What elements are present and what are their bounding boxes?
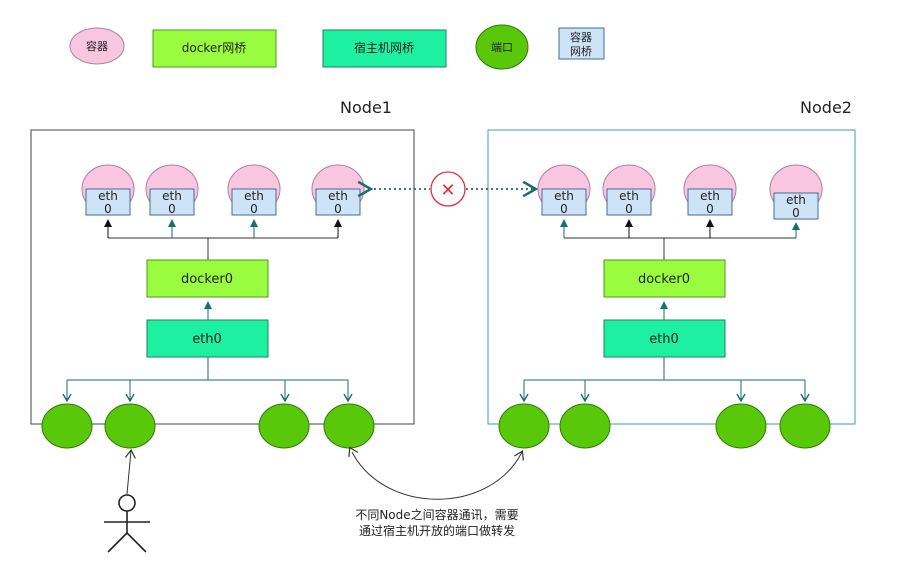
eth-interface: [85, 188, 131, 216]
node2-port: [779, 403, 831, 449]
node2-port: [559, 403, 611, 449]
note-line2: 通过宿主机开放的端口做转发: [359, 523, 515, 538]
node2-container: eth 0: [602, 164, 656, 216]
eth-index: 0: [250, 202, 258, 216]
eth-interface: [541, 188, 587, 216]
user-icon: [104, 494, 150, 553]
node2-title: Node2: [800, 98, 852, 117]
eth-index: 0: [560, 202, 568, 216]
node1-docker0-label: docker0: [181, 272, 233, 287]
node1-port: [323, 403, 375, 449]
node1-frame: [30, 129, 415, 425]
eth-index: 0: [168, 202, 176, 216]
node1-port: [104, 403, 156, 449]
blocked-direct-link: ✕: [357, 171, 539, 207]
legend-container-bridge-line1: 容器: [570, 30, 592, 44]
node1-port-links: [62, 357, 353, 403]
port-forward-arc: [348, 446, 524, 500]
node2-eth0-label: eth0: [649, 332, 679, 347]
node2-docker0-label: docker0: [638, 272, 690, 287]
eth-label: eth: [700, 189, 720, 203]
eth-interface: [773, 192, 819, 220]
note-line1: 不同Node之间容器通讯，需要: [355, 507, 518, 522]
eth-interface: [231, 188, 277, 216]
node2: eth 0 eth 0 eth 0 eth 0: [498, 164, 831, 449]
eth-label: eth: [162, 189, 182, 203]
user-to-port-arrow: [124, 448, 136, 495]
node1-container: eth 0: [311, 164, 365, 216]
node2-docker0: [603, 259, 726, 298]
blocked-symbol: ✕: [440, 180, 455, 201]
legend: 容器 docker网桥 宿主机网桥 端口 容器 网桥: [69, 24, 605, 70]
legend-port-label: 端口: [491, 41, 513, 54]
legend-docker-bridge-shape: [152, 29, 277, 68]
eth-label: eth: [786, 193, 806, 207]
eth-label: eth: [244, 189, 264, 203]
node1: eth 0 eth 0 eth 0 eth 0: [41, 164, 375, 449]
legend-docker-bridge-label: docker网桥: [182, 41, 246, 55]
eth-index: 0: [792, 206, 800, 220]
eth-label: eth: [554, 189, 574, 203]
eth-interface: [149, 188, 195, 216]
node1-docker0: [146, 259, 269, 298]
node1-container: eth 0: [145, 164, 199, 216]
node2-port: [498, 403, 550, 449]
node2-port-links: [519, 357, 810, 403]
eth-interface: [606, 188, 652, 216]
node1-port: [41, 403, 93, 449]
eth-index: 0: [625, 202, 633, 216]
node1-title: Node1: [340, 98, 392, 117]
eth-label: eth: [619, 189, 639, 203]
eth-index: 0: [104, 202, 112, 216]
node2-frame: [487, 129, 856, 425]
node1-container: eth 0: [81, 164, 135, 216]
blocked-icon: [430, 171, 466, 207]
node1-port: [258, 403, 310, 449]
legend-port-shape: [475, 24, 529, 70]
legend-host-bridge-shape: [322, 29, 447, 68]
node1-container: eth 0: [227, 164, 281, 216]
eth-label: eth: [328, 189, 348, 203]
node1-eth0: [146, 319, 269, 358]
eth-interface: [687, 188, 733, 216]
node1-eth0-label: eth0: [192, 332, 222, 347]
eth-index: 0: [706, 202, 714, 216]
node2-port: [715, 403, 767, 449]
legend-container-label: 容器: [86, 39, 108, 53]
eth-label: eth: [98, 189, 118, 203]
node1-bridge-links: [104, 219, 342, 260]
node2-eth0: [603, 319, 726, 358]
eth-interface: [315, 188, 361, 216]
legend-container-bridge-line2: 网桥: [570, 45, 592, 58]
node2-container: eth 0: [769, 164, 823, 220]
eth-index: 0: [334, 202, 342, 216]
legend-container-bridge-shape: [558, 27, 605, 60]
legend-container-shape: [69, 27, 125, 65]
node2-container: eth 0: [683, 164, 737, 216]
node2-container: eth 0: [537, 164, 591, 216]
legend-host-bridge-label: 宿主机网桥: [354, 40, 414, 55]
node2-bridge-links: [560, 219, 800, 260]
